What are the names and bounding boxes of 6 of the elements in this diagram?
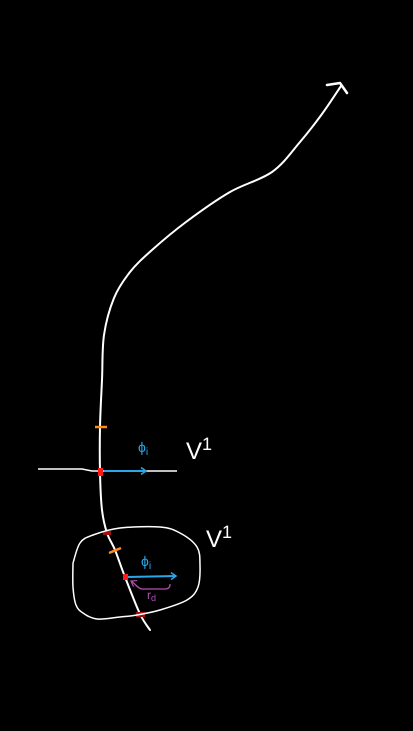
symbol-label: r$_{d}$ xyxy=(147,589,156,601)
symbol-label: ϕ$_{i}$ xyxy=(141,554,152,568)
region-outline xyxy=(72,526,202,621)
symbol-label: V$^{1}$ xyxy=(186,440,212,464)
symbol-label: V$^{1}$ xyxy=(206,528,232,552)
symbol-label: ϕ$_{i}$ xyxy=(138,440,148,454)
